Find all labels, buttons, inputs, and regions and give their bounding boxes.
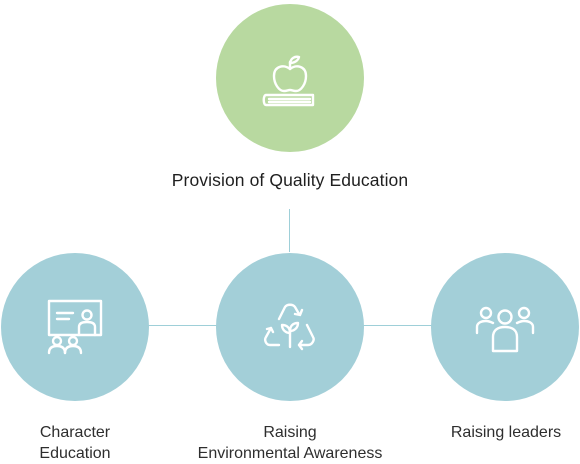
label-line: Education [39, 445, 111, 462]
connector-vertical [289, 209, 290, 252]
label-line: Raising leaders [450, 424, 562, 441]
apple-on-book-icon [255, 43, 325, 113]
raising-leaders-circle [431, 253, 579, 401]
environmental-awareness-label: Raising Environmental Awareness [165, 422, 415, 464]
diagram-title: Provision of Quality Education [171, 170, 409, 190]
label-line: Character [39, 424, 111, 441]
teacher-blackboard-icon [43, 295, 107, 359]
group-leader-icon [473, 295, 537, 359]
character-education-circle [1, 253, 149, 401]
environmental-awareness-circle [216, 253, 364, 401]
recycle-sprout-icon [255, 295, 325, 359]
character-education-label: Character Education [0, 422, 150, 464]
raising-leaders-label: Raising leaders [426, 422, 580, 443]
top-circle [216, 4, 364, 152]
label-line: Environmental Awareness [197, 445, 383, 462]
label-line: Raising [263, 424, 317, 441]
connector-right [362, 325, 432, 326]
connector-left [148, 325, 218, 326]
